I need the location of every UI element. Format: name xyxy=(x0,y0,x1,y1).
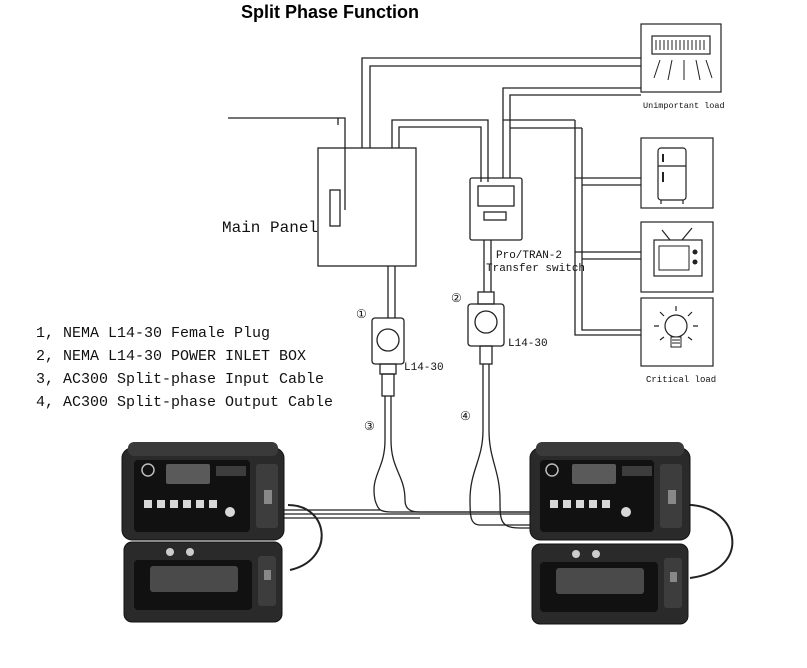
wire-transfer-to-load-a xyxy=(502,87,641,178)
marker-2: ② xyxy=(451,292,462,306)
inlet-box-2-top xyxy=(477,291,495,305)
l14-30-right-label: L14-30 xyxy=(508,338,548,350)
air-conditioner-icon xyxy=(640,23,722,93)
wire-transfer-to-load-b xyxy=(509,94,641,178)
input-cable-b xyxy=(390,396,660,513)
diagram-title: Split Phase Function xyxy=(240,2,419,22)
legend-item: 2, NEMA L14-30 POWER INLET BOX xyxy=(36,348,307,365)
left-battery-module xyxy=(123,541,283,623)
right-battery-module xyxy=(531,543,689,625)
critical-load-label: Critical load xyxy=(646,375,716,385)
legend-item: 3, AC300 Split-phase Input Cable xyxy=(36,371,325,388)
legend-item: 1, NEMA L14-30 Female Plug xyxy=(36,325,271,342)
marker-3: ③ xyxy=(364,420,375,434)
output-cable-a xyxy=(469,364,580,526)
wire-panel-to-transfer xyxy=(391,119,489,182)
marker-1: ① xyxy=(356,308,367,322)
inlet-socket-2 xyxy=(474,310,498,334)
critical-bus-2 xyxy=(581,128,641,331)
supply-wire xyxy=(228,117,346,210)
input-cable-a xyxy=(373,396,690,513)
marker-4: ④ xyxy=(460,410,471,424)
main-panel-box xyxy=(317,147,417,267)
transfer-switch-box xyxy=(469,177,523,241)
plug-1 xyxy=(381,373,395,397)
legend-item: 4, AC300 Split-phase Output Cable xyxy=(36,394,334,411)
transfer-switch-label-line2: Transfer switch xyxy=(486,263,585,275)
unimportant-load-label: Unimportant load xyxy=(643,101,725,111)
left-power-station xyxy=(121,442,285,541)
inlet-box-1-base xyxy=(379,363,397,375)
wire-panel-to-transfer-2 xyxy=(398,126,482,182)
main-panel-breaker xyxy=(329,189,341,227)
transfer-switch-display xyxy=(477,185,515,207)
left-battery-cable xyxy=(287,504,323,571)
transfer-switch-label-line1: Pro/TRAN-2 xyxy=(496,250,562,262)
main-panel-label: Main Panel xyxy=(222,219,318,237)
legend: 1, NEMA L14-30 Female Plug 2, NEMA L14-3… xyxy=(36,322,333,414)
l14-30-left-label: L14-30 xyxy=(404,362,444,374)
television-icon xyxy=(640,221,714,293)
inlet-socket-1 xyxy=(376,328,400,352)
critical-bus xyxy=(574,120,641,336)
inlet-box-2 xyxy=(467,303,505,347)
light-bulb-icon xyxy=(640,297,714,367)
wire-to-unimportant-load xyxy=(361,57,641,148)
refrigerator-icon xyxy=(640,137,714,209)
transfer-switch-slot xyxy=(483,211,507,221)
right-power-station xyxy=(529,442,691,541)
wire-to-unimportant-load-2 xyxy=(369,65,641,148)
right-battery-cable xyxy=(679,503,734,579)
output-cable-b xyxy=(488,364,600,529)
plug-2 xyxy=(479,345,493,365)
